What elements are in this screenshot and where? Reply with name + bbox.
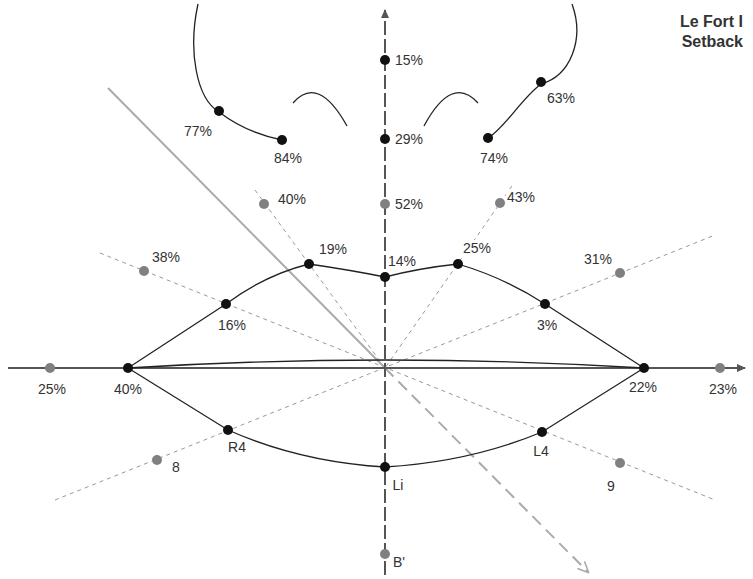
percentage-label: 15%: [394, 52, 424, 68]
percentage-label: 63%: [546, 90, 576, 106]
radial-lines: [55, 186, 715, 500]
percentage-label: 29%: [394, 131, 424, 147]
percentage-label: 9: [606, 478, 616, 494]
percentage-label: 77%: [183, 123, 213, 139]
percentage-label: 23%: [708, 381, 738, 397]
lip-outline: [128, 264, 644, 467]
vector-arrow: [385, 368, 588, 572]
percentage-label: 31%: [583, 251, 613, 267]
percentage-label: 25%: [37, 381, 67, 397]
percentage-label: R4: [227, 439, 247, 455]
percentage-label: 22%: [628, 379, 658, 395]
percentage-label: L4: [532, 443, 550, 459]
percentage-label: 40%: [277, 191, 307, 207]
percentage-label: B': [392, 554, 406, 570]
percentage-label: 74%: [479, 150, 509, 166]
percentage-label: 8: [171, 459, 181, 475]
landmark-dots: [123, 55, 649, 472]
projected-dots: [45, 198, 725, 559]
nose-outline: [194, 4, 577, 140]
diagram-title: Le Fort I Setback: [659, 12, 743, 52]
percentage-label: Li: [392, 477, 405, 493]
percentage-label: 38%: [151, 249, 181, 265]
vector-line: [108, 88, 385, 368]
percentage-label: 40%: [113, 381, 143, 397]
percentage-label: 52%: [394, 196, 424, 212]
percentage-label: 84%: [273, 150, 303, 166]
percentage-label: 43%: [506, 189, 536, 205]
percentage-label: 3%: [536, 317, 558, 333]
percentage-label: 25%: [462, 240, 492, 256]
percentage-label: 14%: [387, 253, 417, 269]
vertical-axis: [384, 10, 386, 575]
percentage-label: 19%: [318, 241, 348, 257]
percentage-label: 16%: [217, 317, 247, 333]
